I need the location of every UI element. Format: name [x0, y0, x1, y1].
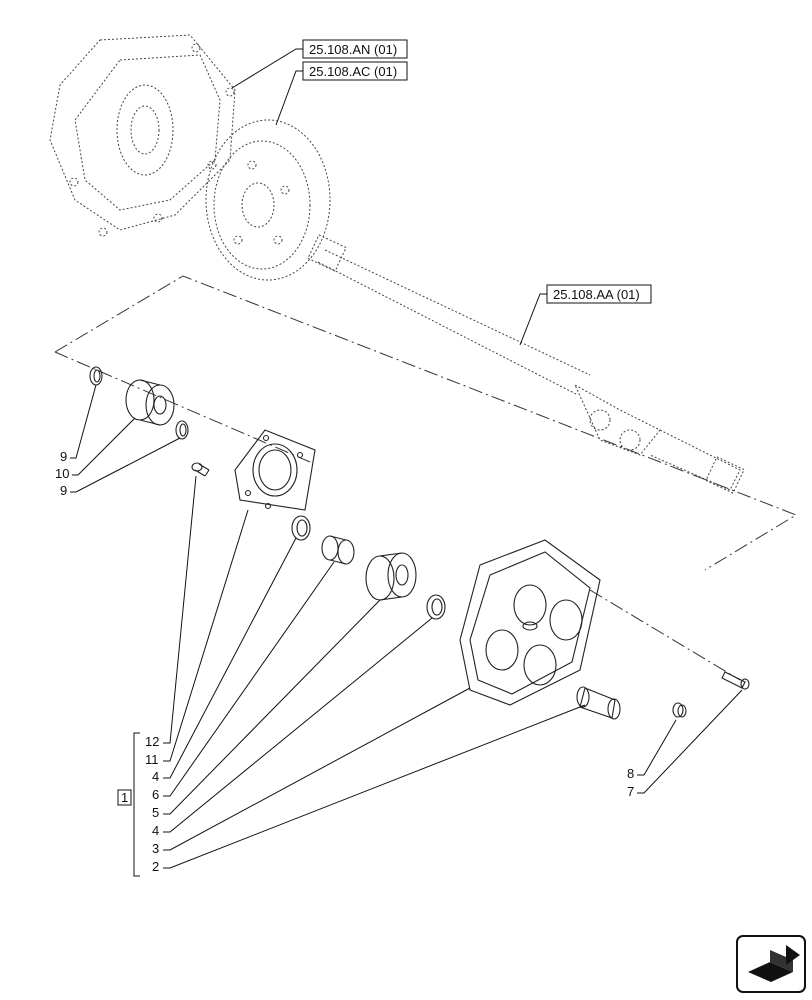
callout-9-lower: 9	[60, 483, 67, 498]
ring-gear-ghost	[205, 119, 331, 281]
assembly-chain-outline	[54, 275, 798, 681]
callout-8: 8	[627, 766, 634, 781]
callout-4-upper: 4	[152, 769, 159, 784]
needle-bearing	[321, 535, 355, 565]
callout-10: 10	[55, 466, 69, 481]
reference-box-25-108-an[interactable]: 25.108.AN (01)	[302, 39, 408, 59]
kit-label: 1	[121, 790, 128, 805]
cover-plate	[234, 429, 316, 511]
next-page-arrow-icon[interactable]	[736, 935, 806, 993]
long-bolt	[721, 671, 750, 690]
drain-plug	[672, 702, 687, 718]
reference-label: 25.108.AN (01)	[309, 42, 397, 57]
planet-pin	[576, 686, 621, 720]
callout-12: 12	[145, 734, 159, 749]
planet-gear	[365, 552, 417, 601]
callout-7: 7	[627, 784, 634, 799]
reference-box-25-108-aa[interactable]: 25.108.AA (01)	[546, 284, 652, 304]
planet-carrier	[459, 539, 601, 706]
callout-2: 2	[152, 859, 159, 874]
spur-gear	[125, 379, 175, 426]
circlip-upper	[89, 366, 103, 386]
callout-9-upper: 9	[60, 449, 67, 464]
thrust-washer-lower	[426, 594, 446, 620]
callout-3: 3	[152, 841, 159, 856]
small-screw	[191, 462, 210, 477]
callout-5: 5	[152, 805, 159, 820]
axle-shaft-ghost	[307, 234, 745, 494]
final-drive-housing-ghost	[49, 34, 236, 237]
callout-6: 6	[152, 787, 159, 802]
thrust-washer-upper	[291, 515, 311, 541]
reference-box-25-108-ac[interactable]: 25.108.AC (01)	[302, 61, 408, 81]
reference-label: 25.108.AA (01)	[553, 287, 640, 302]
circlip-lower	[175, 420, 189, 440]
reference-label: 25.108.AC (01)	[309, 64, 397, 79]
kit-bracket: 1	[117, 732, 140, 877]
callout-11: 11	[145, 752, 159, 767]
callout-4-lower: 4	[152, 823, 159, 838]
